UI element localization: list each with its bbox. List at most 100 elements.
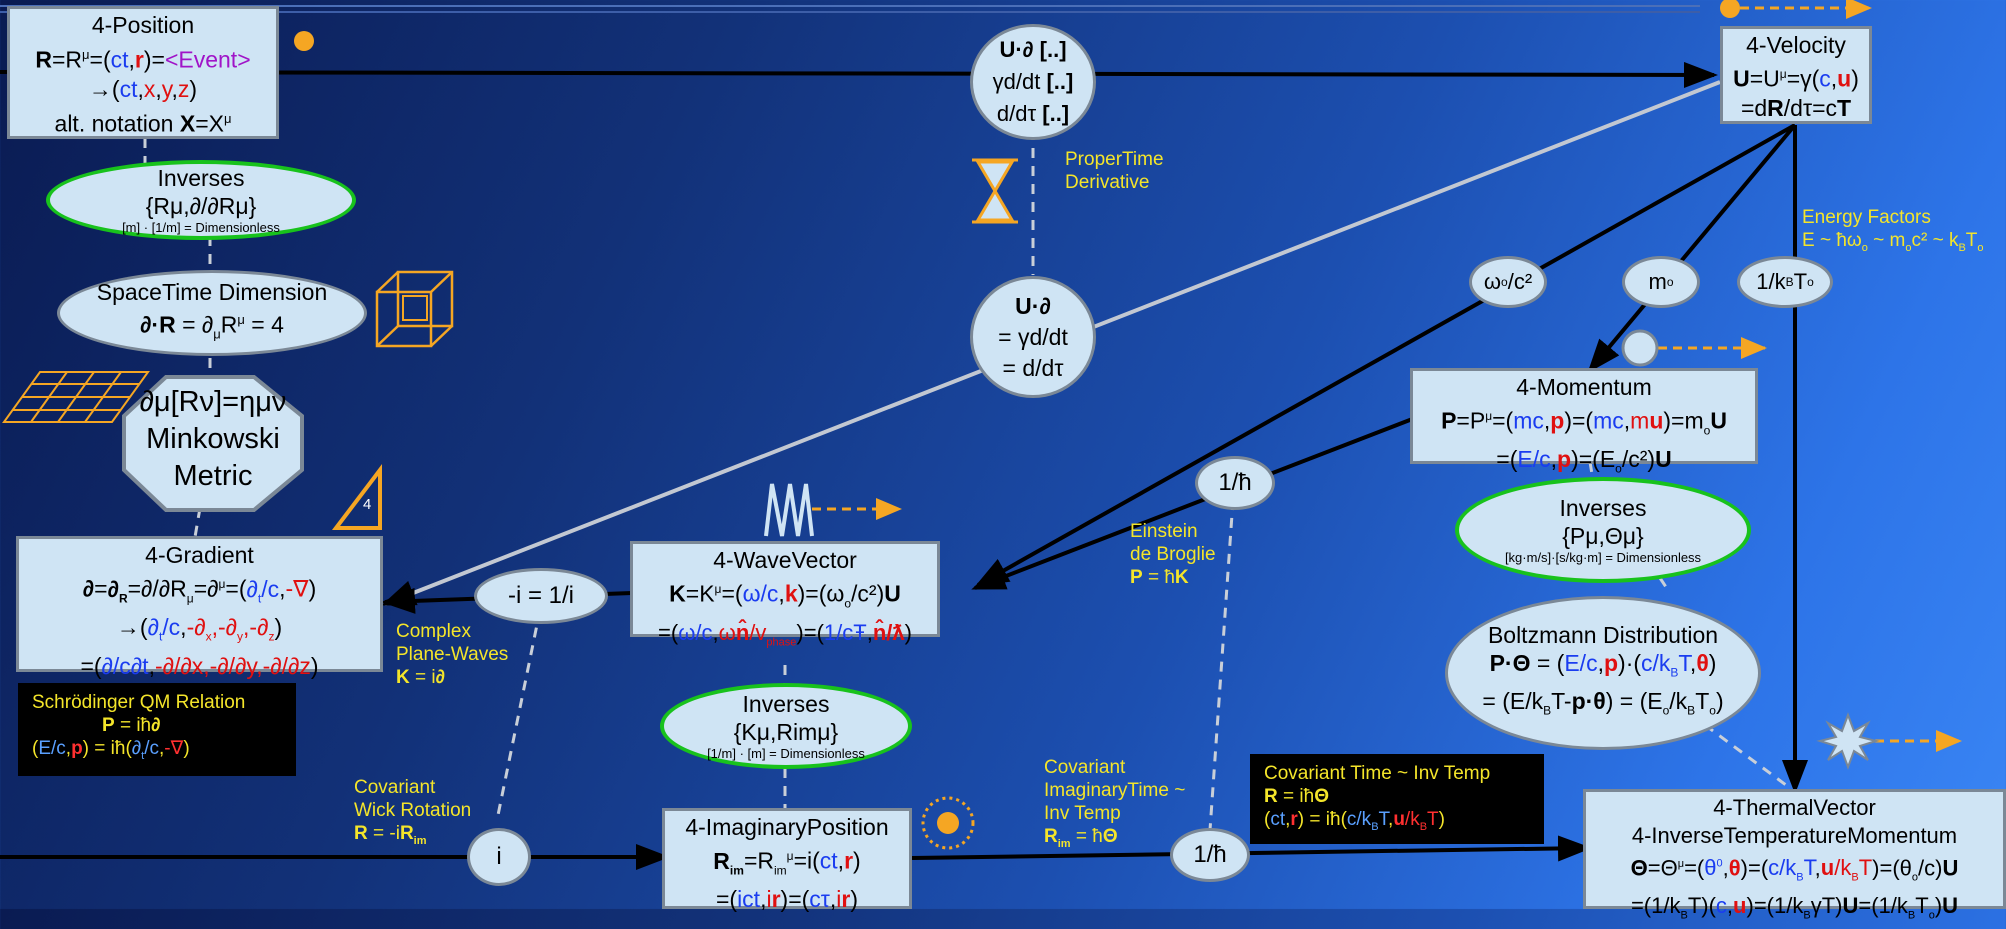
inverses-pos-dims: [m] · [1/m] = Dimensionless <box>122 220 280 235</box>
velocity-node[interactable]: 4-Velocity U=Uμ=γ(c,u) =dR/dτ=cT <box>1720 26 1872 124</box>
inverses-position[interactable]: Inverses {Rμ,∂/∂Rμ} [m] · [1/m] = Dimens… <box>46 160 356 240</box>
imaginary-time-label: Covariant ImaginaryTime ~ Inv Temp Rim =… <box>1044 757 1186 850</box>
triangle-label: 4 <box>363 496 372 513</box>
wavevector-title: 4-WaveVector <box>713 547 857 573</box>
gradient-line3: =(∂/c∂t,-∂/∂x,-∂/∂y,-∂/∂z) <box>80 652 319 679</box>
schrodinger-line1: P = iħ∂ <box>102 715 161 736</box>
inverses-mom-set: {Pμ,Θμ} <box>1562 523 1644 549</box>
spacetime-grid-icon <box>2 371 150 423</box>
proper-time-label: ProperTime Derivative <box>1065 149 1164 193</box>
edge-imagpos-thermal <box>911 835 1592 862</box>
gradient-node[interactable]: 4-Gradient ∂=∂R=∂/∂Rμ=∂μ=(∂t/c,-∇) →(∂t/… <box>16 536 383 679</box>
minkowski-line2: Minkowski <box>146 423 280 455</box>
factor-minus-i[interactable]: -i = 1/i <box>474 568 608 624</box>
wavevector-node[interactable]: 4-WaveVector K=Kμ=(ω/c,k)=(ωo/c²)U =(ω/c… <box>630 541 940 649</box>
thermal-vector-node[interactable]: 4-ThermalVector 4-InverseTemperatureMome… <box>1583 789 2006 921</box>
momentum-node[interactable]: 4-Momentum P=Pμ=(mc,p)=(mc,mu)=moU =(E/c… <box>1410 368 1758 476</box>
inverses-wave-dims: [1/m] · [m] = Dimensionless <box>707 746 865 761</box>
position-line1: R=Rμ=(ct,r)=<Event> <box>35 46 251 73</box>
wick-rotation-label: Covariant Wick Rotation R = -iRim <box>354 777 472 847</box>
factor-inv-hbar-bottom[interactable]: 1/ħ <box>1170 828 1250 882</box>
tesseract-icon <box>375 270 454 348</box>
triangle-icon <box>331 464 382 530</box>
thermal-title: 4-ThermalVector <box>1713 795 1876 820</box>
factor-inv-hbar-top[interactable]: 1/ħ <box>1195 456 1275 510</box>
imagpos-line1: Rim=Rimμ=i(ct,r) <box>713 847 861 878</box>
position-line2: →(ct,x,y,z) <box>88 75 198 102</box>
derivative-top2: γd/dt [..] <box>992 69 1074 94</box>
hourglass-icon <box>972 158 1018 224</box>
derivative-mid2: = γd/dt <box>998 323 1068 350</box>
spacetime-dimension[interactable]: SpaceTime Dimension ∂·R = ∂μRμ = 4 <box>57 270 367 356</box>
proper-time-derivative[interactable]: U·∂ = γd/dt = d/dτ <box>970 276 1096 398</box>
einstein-de-broglie-label: Einstein de Broglie P = ħK <box>1130 521 1216 588</box>
energy-factors-formula: E ~ ħωo ~ moc² ~ kBTo <box>1802 230 1984 254</box>
boltzmann-title: Boltzmann Distribution <box>1487 622 1719 649</box>
minkowski-metric: ∂μ[Rν]=ημν Minkowski Metric <box>124 384 302 495</box>
sun-dot-icon <box>294 31 314 51</box>
derivative-mid3: = d/dτ <box>1002 354 1064 381</box>
minkowski-octagon <box>122 375 304 512</box>
position-node[interactable]: 4-Position R=Rμ=(ct,r)=<Event> →(ct,x,y,… <box>7 6 279 139</box>
gradient-title: 4-Gradient <box>145 542 254 568</box>
particle-icon <box>1621 329 1659 367</box>
factor-i[interactable]: i <box>467 828 531 886</box>
thermal-sun-icon <box>921 796 975 850</box>
covariant-time-note: Covariant Time ~ Inv Temp R = iħΘ (ct,r)… <box>1250 754 1544 844</box>
imaginary-position-node[interactable]: 4-ImaginaryPosition Rim=Rimμ=i(ct,r) =(i… <box>662 808 912 912</box>
thermal-line2: 4-InverseTemperatureMomentum <box>1631 823 1958 848</box>
schrodinger-line2: (E/c,p) = iħ(∂t/c,-∇) <box>32 738 190 762</box>
momentum-title: 4-Momentum <box>1516 374 1652 400</box>
velocity-line2: =dR/dτ=cT <box>1740 94 1852 121</box>
minkowski-line1: ∂μ[Rν]=ημν <box>139 386 287 418</box>
schrodinger-note: Schrödinger QM Relation P = iħ∂ (E/c,p) … <box>18 683 296 776</box>
derivative-top1: U·∂ [..] <box>999 37 1067 62</box>
energy-factors-label: Energy Factors E ~ ħωo ~ moc² ~ kBTo <box>1802 206 1984 260</box>
gradient-line2: →(∂t/c,-∂x,-∂y,-∂z) <box>116 614 283 644</box>
derivative-top3: d/dτ [..] <box>996 101 1070 126</box>
covariant-time-line2: (ct,r) = iħ(c/kBT,u/kBT) <box>1264 809 1445 833</box>
covariant-time-line1: R = iħΘ <box>1264 786 1329 807</box>
complex-waves-label: Complex Plane-Waves K = i∂ <box>396 621 509 688</box>
inverses-wave-set: {Kμ,Rimμ} <box>733 719 839 745</box>
edge-velocity-momentum <box>1587 123 1797 374</box>
edge-momentum-wavevector <box>971 416 1416 590</box>
inverses-pos-set: {Rμ,∂/∂Rμ} <box>145 193 257 219</box>
inverses-mom-title: Inverses <box>1559 495 1647 521</box>
position-line3: alt. notation X=Xμ <box>54 110 232 137</box>
imagpos-line2: =(ict,ir)=(cτ,ir) <box>715 886 859 913</box>
inverses-mom-dims: [kg·m/s]·[s/kg·m] = Dimensionless <box>1504 550 1702 565</box>
momentum-line2: =(E/c,p)=(Eo/c²)U <box>1496 446 1672 476</box>
wave-packet-icon <box>764 483 814 537</box>
thermal-line3: Θ=Θμ=(θ0,θ)=(c/kBT,u/kBT)=(θo/c)U <box>1630 855 1959 884</box>
boltzmann-line1: P·Θ = (E/c,p)·(c/kBT,θ) <box>1489 650 1717 680</box>
starburst-icon <box>1816 712 1880 770</box>
wavevector-line1: K=Kμ=(ω/c,k)=(ωo/c²)U <box>669 580 901 611</box>
minkowski-line3: Metric <box>173 460 253 492</box>
imagpos-title: 4-ImaginaryPosition <box>685 814 889 840</box>
inverses-wavevector[interactable]: Inverses {Kμ,Rimμ} [1/m] · [m] = Dimensi… <box>660 683 912 769</box>
velocity-line1: U=Uμ=γ(c,u) <box>1733 65 1859 92</box>
spacetime-title: SpaceTime Dimension <box>96 278 328 305</box>
spacetime-formula: ∂·R = ∂μRμ = 4 <box>140 311 284 342</box>
gradient-line1: ∂=∂R=∂/∂Rμ=∂μ=(∂t/c,-∇) <box>82 575 317 606</box>
boltzmann-distribution[interactable]: Boltzmann Distribution P·Θ = (E/c,p)·(c/… <box>1445 596 1761 750</box>
inverses-pos-title: Inverses <box>157 165 245 191</box>
edge-velocity-wavevector <box>974 123 1796 587</box>
edge-position-velocity <box>0 61 1718 88</box>
covariant-time-title: Covariant Time ~ Inv Temp <box>1264 763 1491 784</box>
schrodinger-title: Schrödinger QM Relation <box>32 692 246 713</box>
velocity-title: 4-Velocity <box>1746 32 1846 58</box>
wavevector-line2: =(ω/c,ωn̂/vphase)=(1/cŦ,n̂/ƛ) <box>658 620 912 649</box>
inverses-momentum[interactable]: Inverses {Pμ,Θμ} [kg·m/s]·[s/kg·m] = Dim… <box>1455 477 1751 583</box>
derivative-mid1: U·∂ <box>1015 292 1051 319</box>
momentum-line1: P=Pμ=(mc,p)=(mc,mu)=moU <box>1441 407 1727 438</box>
boltzmann-line2: = (E/kBT-p·θ) = (Eo/kBTo) <box>1482 688 1724 718</box>
proper-time-derivative-top[interactable]: U·∂ [..] γd/dt [..] d/dτ [..] <box>970 24 1096 140</box>
inverses-wave-title: Inverses <box>742 691 830 717</box>
position-title: 4-Position <box>91 12 195 38</box>
thermal-line4: =(1/kBT)(c,u)=(1/kBγT)U=(1/kBTo)U <box>1630 892 1959 922</box>
